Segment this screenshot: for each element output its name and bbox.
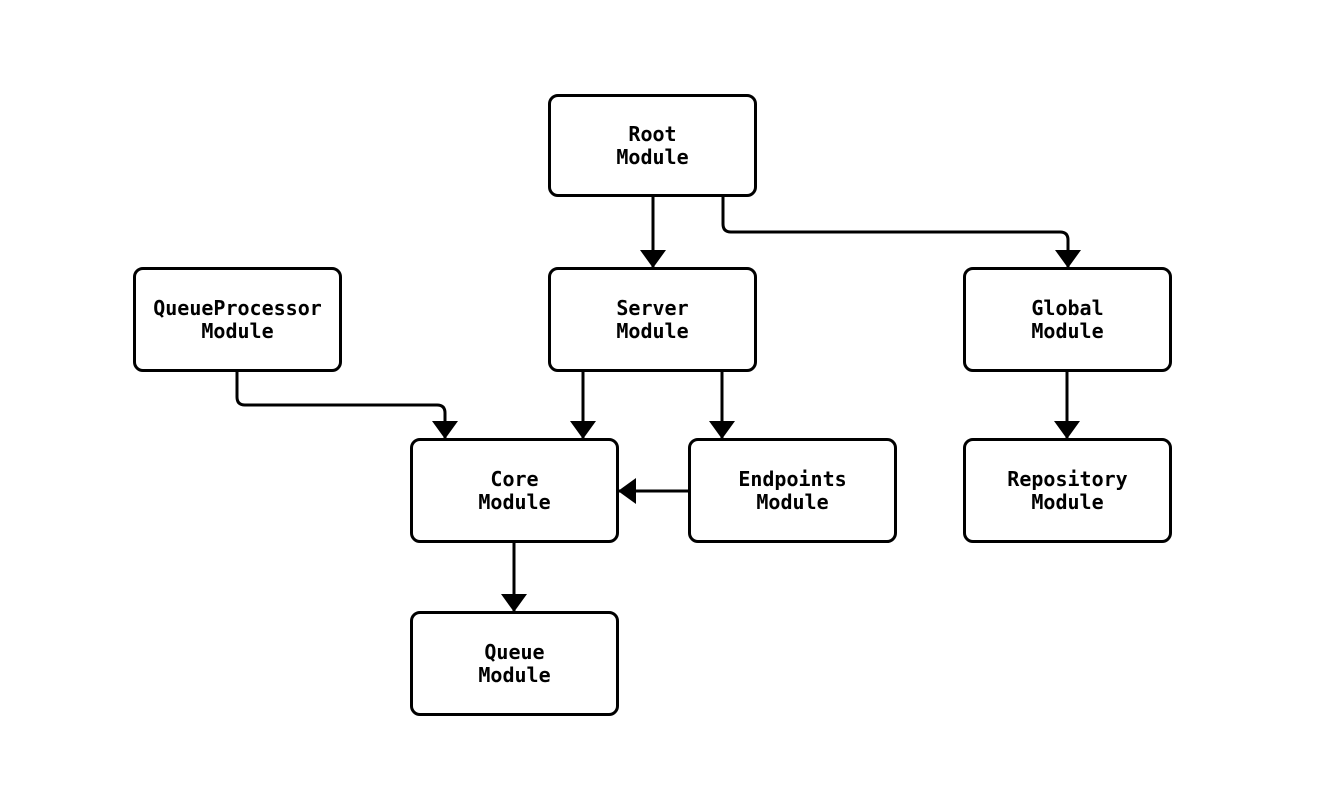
node-label-line: Module (1031, 318, 1104, 343)
node-label-line: Module (756, 489, 829, 514)
node-label-line: QueueProcessor (153, 295, 322, 320)
node-label-line: Module (478, 489, 551, 514)
node-label-line: Core (490, 466, 539, 491)
edge-root-to-global (721, 197, 1081, 268)
node-label-line: Module (616, 318, 689, 343)
node-label-line: Module (616, 144, 689, 169)
node-label-line: Module (1031, 489, 1104, 514)
node-label-line: Module (201, 318, 274, 343)
node-label-line: Global (1031, 295, 1104, 320)
node-label-line: Repository (1007, 466, 1128, 491)
node-label-line: Queue (484, 639, 545, 664)
node-label-line: Module (478, 662, 551, 687)
node-label-line: Root (628, 121, 677, 146)
node-label-line: Endpoints (738, 466, 847, 491)
node-label-line: Server (616, 295, 689, 320)
edge-queueprocessor-to-core (235, 372, 458, 439)
